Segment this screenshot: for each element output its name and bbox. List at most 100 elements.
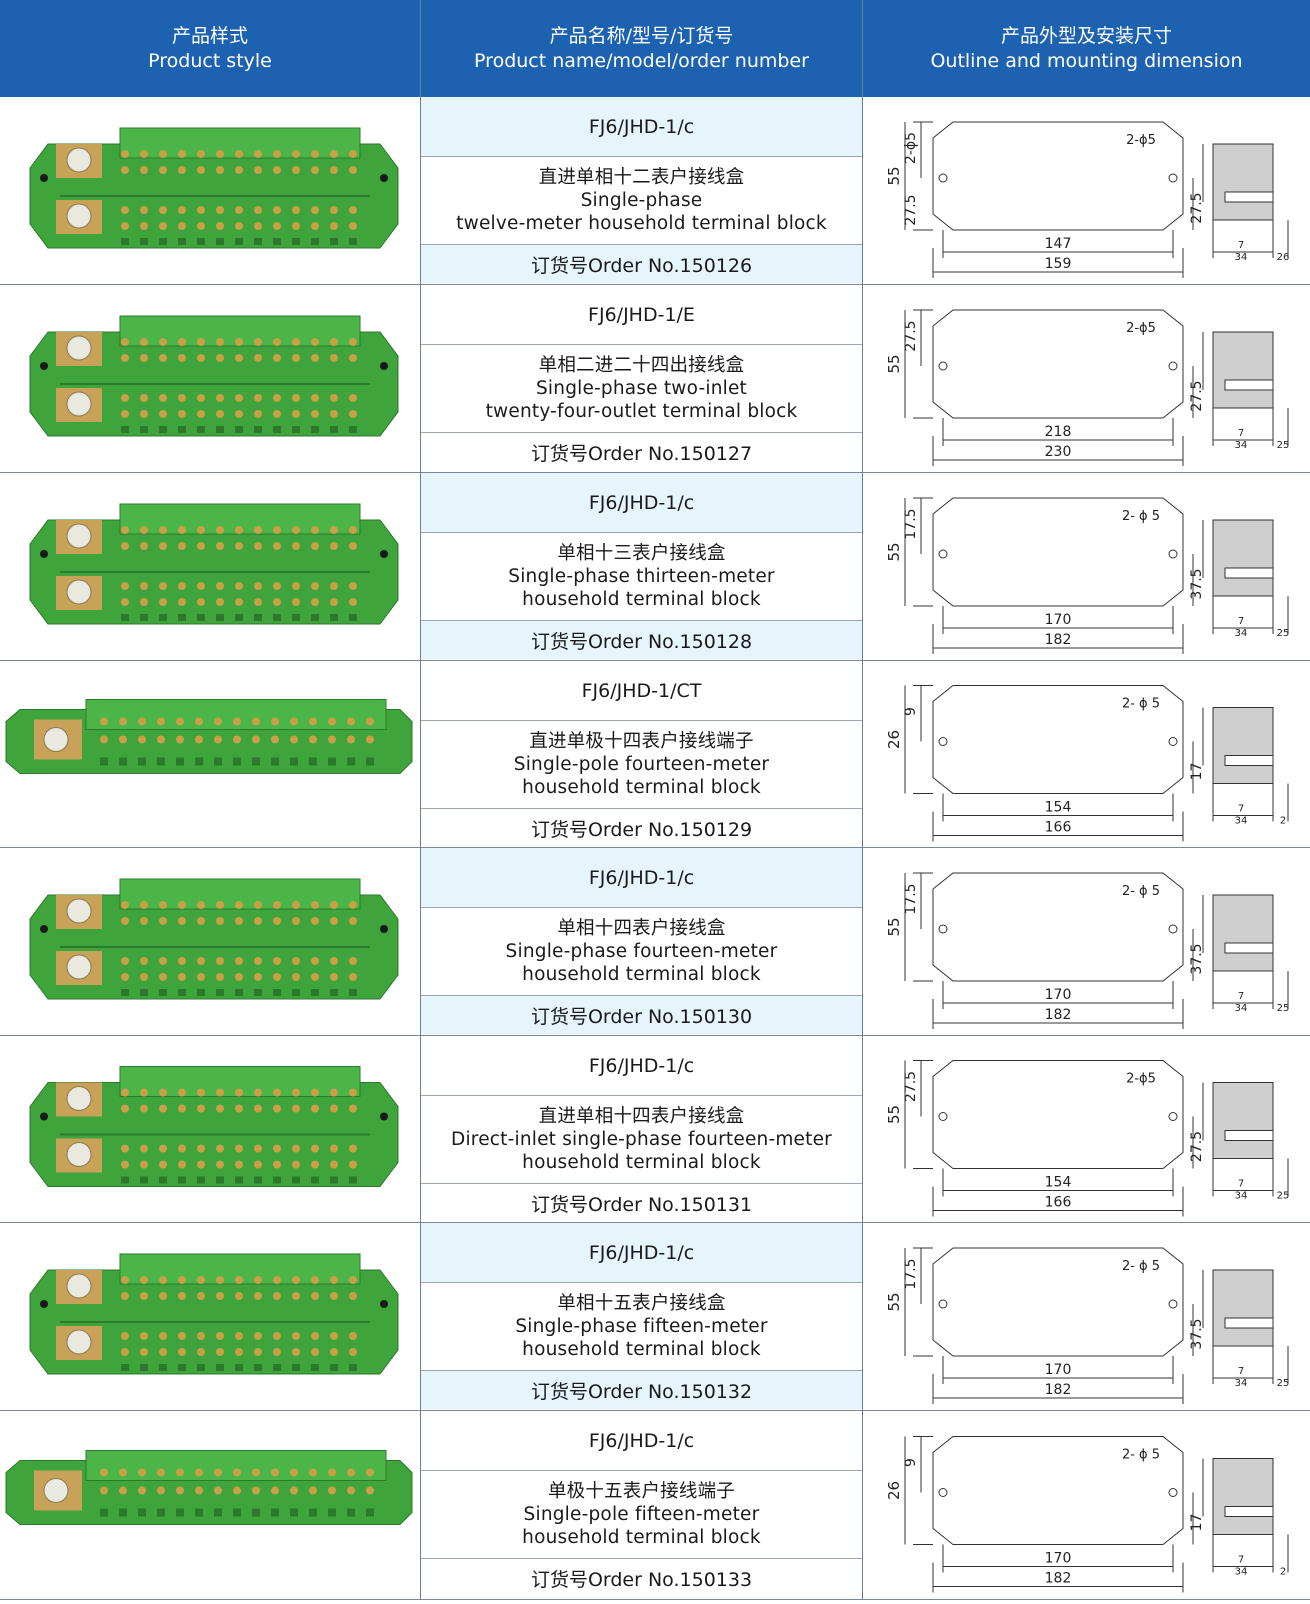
name-cn: 直进单极十四表户接线端子	[529, 731, 754, 752]
product-photo-svg	[29, 503, 399, 625]
dim-mounting-holes: 2-ϕ5	[1126, 133, 1156, 148]
product-photo-svg	[29, 127, 399, 249]
name-en-line1: Single-pole fifteen-meter	[523, 1504, 760, 1525]
name-cn: 直进单相十二表户接线盒	[538, 167, 745, 188]
name-cn: 单相十三表户接线盒	[557, 543, 726, 564]
dim-overall-length: 166	[1045, 820, 1072, 836]
product-photo	[0, 1036, 420, 1222]
dim-side-b: 34	[1235, 1003, 1248, 1014]
dim-overall-length: 159	[1045, 256, 1072, 272]
order-text: 订货号Order No.150128	[530, 630, 753, 653]
dim-side-a: 7	[1238, 428, 1244, 439]
dim-hole-spacing: 170	[1045, 1551, 1072, 1567]
dim-hole-spacing: 147	[1045, 236, 1072, 252]
name-en-line2: household terminal block	[522, 1527, 761, 1548]
name-en-line1: Direct-inlet single-phase fourteen-meter	[451, 1129, 832, 1150]
product-model: FJ6/JHD-1/c	[421, 1411, 862, 1471]
dim-right-offset: 37.5	[1189, 1318, 1205, 1349]
model-text: FJ6/JHD-1/E	[588, 303, 695, 326]
dim-height: 55	[885, 1292, 903, 1311]
dim-side-a: 7	[1238, 616, 1244, 627]
product-model: FJ6/JHD-1/E	[421, 285, 862, 345]
dim-left-lower: 27.5	[903, 194, 919, 225]
dim-side-c: 25	[1277, 1191, 1290, 1202]
header-col2-cn: 产品名称/型号/订货号	[549, 24, 734, 47]
order-text: 订货号Order No.150129	[530, 818, 753, 841]
terminal-block-illustration	[29, 1253, 399, 1375]
terminal-block-illustration	[29, 315, 399, 437]
dim-side-b: 34	[1235, 440, 1248, 451]
dim-overall-length: 182	[1045, 1382, 1072, 1398]
terminal-block-illustration	[29, 503, 399, 625]
order-text: 订货号Order No.150131	[530, 1193, 753, 1216]
dim-top-offset: 9	[903, 707, 919, 716]
dim-mounting-holes: 2- ϕ 5	[1122, 1259, 1160, 1274]
dim-side-a: 7	[1238, 240, 1244, 251]
model-text: FJ6/JHD-1/CT	[581, 679, 702, 702]
name-en-line2: twelve-meter household terminal block	[456, 213, 827, 234]
product-model: FJ6/JHD-1/c	[421, 848, 862, 908]
terminal-block-illustration	[29, 878, 399, 1000]
name-en-line2: twenty-four-outlet terminal block	[485, 401, 798, 422]
product-order-number: 订货号Order No.150129	[421, 809, 862, 847]
dim-side-a: 7	[1238, 804, 1244, 815]
header-col2-en: Product name/model/order number	[474, 49, 809, 72]
dim-right-offset: 37.5	[1189, 568, 1205, 599]
terminal-block-illustration	[29, 127, 399, 249]
header-product-name: 产品名称/型号/订货号 Product name/model/order num…	[421, 0, 862, 97]
dim-mounting-holes: 2-ϕ5	[1126, 1072, 1156, 1087]
dim-top-offset: 17.5	[903, 883, 919, 914]
product-photo	[0, 848, 420, 1035]
product-photo	[0, 661, 420, 847]
dim-right-offset: 27.5	[1189, 380, 1205, 411]
dimension-drawing	[904, 497, 1289, 654]
dim-height: 55	[885, 166, 903, 185]
dim-side-c: 26	[1277, 252, 1290, 263]
product-photo-svg	[29, 878, 399, 1000]
product-photo-svg	[29, 315, 399, 437]
dim-side-b: 34	[1235, 1191, 1248, 1202]
name-en-line1: Single-phase thirteen-meter	[508, 566, 775, 587]
dim-hole-spacing: 154	[1045, 1175, 1072, 1191]
dim-side-c: 25	[1277, 628, 1290, 639]
header-outline-dimension: 产品外型及安装尺寸 Outline and mounting dimension	[863, 0, 1310, 97]
model-text: FJ6/JHD-1/c	[588, 115, 695, 138]
header-col3-cn: 产品外型及安装尺寸	[1000, 24, 1172, 47]
model-text: FJ6/JHD-1/c	[588, 1241, 695, 1264]
dim-side-a: 7	[1238, 991, 1244, 1002]
dim-height: 26	[885, 1481, 903, 1500]
product-photo-svg	[5, 1450, 413, 1525]
product-photo-svg	[29, 1253, 399, 1375]
name-en-line2: household terminal block	[522, 1152, 761, 1173]
product-model: FJ6/JHD-1/c	[421, 97, 862, 157]
product-order-number: 订货号Order No.150133	[421, 1559, 862, 1597]
dim-side-a: 7	[1238, 1179, 1244, 1190]
product-photo	[0, 285, 420, 472]
dim-top-offset: 17.5	[903, 508, 919, 539]
order-text: 订货号Order No.150130	[530, 1005, 753, 1028]
dim-height: 55	[885, 542, 903, 561]
product-model: FJ6/JHD-1/c	[421, 1223, 862, 1283]
name-en-line1: Single-pole fourteen-meter	[513, 754, 770, 775]
product-photo	[0, 97, 420, 284]
